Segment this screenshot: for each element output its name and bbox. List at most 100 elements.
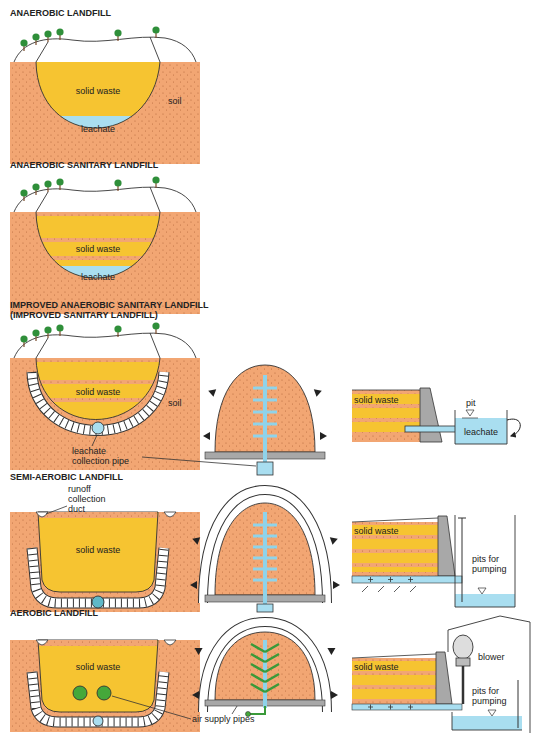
landfill-cross-section xyxy=(190,490,340,612)
landfill-cross-section xyxy=(257,462,273,475)
blower-pit-detail xyxy=(368,705,413,710)
semi-aerobic-section xyxy=(164,512,176,517)
improved-landfill-section xyxy=(36,358,160,420)
blower-pit-detail xyxy=(352,689,436,699)
improved-landfill-section xyxy=(92,422,104,434)
landfill-cross-section xyxy=(333,581,340,589)
section-heading: ANAEROBIC LANDFILL xyxy=(10,8,230,18)
blower-pit-detail xyxy=(518,680,519,728)
sanitary-landfill-section xyxy=(36,212,160,278)
anaerobic-landfill-section xyxy=(0,26,200,164)
sanitary-landfill-section xyxy=(0,212,200,216)
section-heading: AEROBIC LANDFILL xyxy=(10,608,230,618)
anaerobic-landfill-section xyxy=(0,116,200,156)
semi-aerobic-section xyxy=(10,506,200,612)
anaerobic-landfill-section xyxy=(10,62,200,164)
landfill-cross-section xyxy=(257,604,273,612)
semi-aerobic-section xyxy=(39,512,157,518)
part-label: soil xyxy=(168,398,198,408)
blower-pit-detail xyxy=(352,704,462,710)
pumping-pit-detail xyxy=(352,515,515,607)
part-label: leachate xyxy=(73,124,123,134)
landfill-cross-section xyxy=(253,388,277,436)
pumping-pit-detail xyxy=(462,518,463,602)
improved-landfill-section xyxy=(36,358,160,420)
sanitary-landfill-section xyxy=(10,212,200,314)
part-label: solid waste xyxy=(68,545,128,555)
anaerobic-landfill-section xyxy=(36,62,160,128)
leachate-pit-detail xyxy=(420,388,442,442)
blower-pit-detail xyxy=(452,716,522,730)
pumping-pit-detail xyxy=(368,577,413,582)
landfill-cross-section xyxy=(203,365,327,475)
sanitary-landfill-section xyxy=(0,238,200,242)
sanitary-landfill-section xyxy=(0,176,200,314)
improved-landfill-section xyxy=(10,358,200,470)
leachate-pit-detail xyxy=(352,408,420,418)
sanitary-landfill-section xyxy=(0,256,200,260)
pumping-pit-detail xyxy=(352,539,438,549)
pumping-pit-detail xyxy=(352,518,438,522)
landfill-cross-section xyxy=(314,387,323,397)
aerobic-section xyxy=(10,640,200,732)
part-label: leachate xyxy=(455,427,507,437)
landfill-cross-section xyxy=(192,691,199,699)
landfill-cross-section xyxy=(253,525,277,580)
section-heading: ANAEROBIC SANITARY LANDFILL xyxy=(10,160,230,170)
leader-line xyxy=(112,696,191,719)
landfill-cross-section xyxy=(203,622,327,712)
improved-landfill-section xyxy=(0,322,200,470)
part-label: leachate collection pipe xyxy=(72,446,146,466)
aerobic-section xyxy=(93,716,103,726)
blower-pit-detail xyxy=(452,712,522,730)
sanitary-landfill-section xyxy=(14,176,196,212)
part-label: pit xyxy=(466,398,490,408)
landfill-cross-section xyxy=(191,535,200,545)
pumping-pit-detail xyxy=(352,553,438,563)
semi-aerobic-section xyxy=(38,512,158,592)
pumping-pit-detail xyxy=(455,515,515,607)
landfill-cross-section xyxy=(207,387,216,397)
leachate-pit-detail xyxy=(455,418,507,444)
semi-aerobic-section xyxy=(36,512,48,517)
part-label: solid waste xyxy=(68,244,128,254)
improved-landfill-section xyxy=(0,380,200,384)
pumping-pit-detail xyxy=(352,567,438,572)
pumping-pit-detail xyxy=(352,522,438,576)
aerobic-section xyxy=(73,686,87,700)
landfill-cross-section xyxy=(251,644,279,692)
leachate-pit-detail xyxy=(507,419,520,436)
pumping-pit-detail xyxy=(352,525,438,535)
leachate-pit-detail xyxy=(352,390,420,391)
leachate-pit-detail xyxy=(352,394,420,404)
leader-line xyxy=(92,435,97,446)
part-label: solid waste xyxy=(354,526,418,536)
part-label: solid waste xyxy=(68,387,128,397)
aerobic-section xyxy=(39,640,157,646)
improved-landfill-section xyxy=(0,358,200,362)
aerobic-section xyxy=(164,640,176,645)
part-label: runoff collection duct xyxy=(68,484,118,514)
part-label: solid waste xyxy=(68,662,128,672)
pumping-pit-detail xyxy=(438,516,455,576)
landfill-cross-section xyxy=(193,645,203,655)
leachate-pit-detail xyxy=(466,410,474,416)
landfill-cross-section xyxy=(250,706,265,714)
aerobic-section xyxy=(38,640,158,712)
part-label: leachate xyxy=(73,272,123,282)
part-label: blower xyxy=(478,652,518,662)
part-label: pits for pumping xyxy=(472,554,516,574)
part-label: solid waste xyxy=(354,395,418,405)
blower-pit-detail xyxy=(456,658,470,666)
pumping-pit-detail xyxy=(352,576,462,583)
landfill-cross-section xyxy=(320,432,327,440)
pumping-pit-detail xyxy=(362,586,416,592)
aerobic-section xyxy=(36,640,48,645)
landfill-cross-section xyxy=(192,622,338,717)
pumping-pit-detail xyxy=(455,594,515,607)
aerobic-section xyxy=(97,686,111,700)
leachate-pit-detail xyxy=(352,388,520,444)
blower-pit-detail xyxy=(352,616,530,733)
